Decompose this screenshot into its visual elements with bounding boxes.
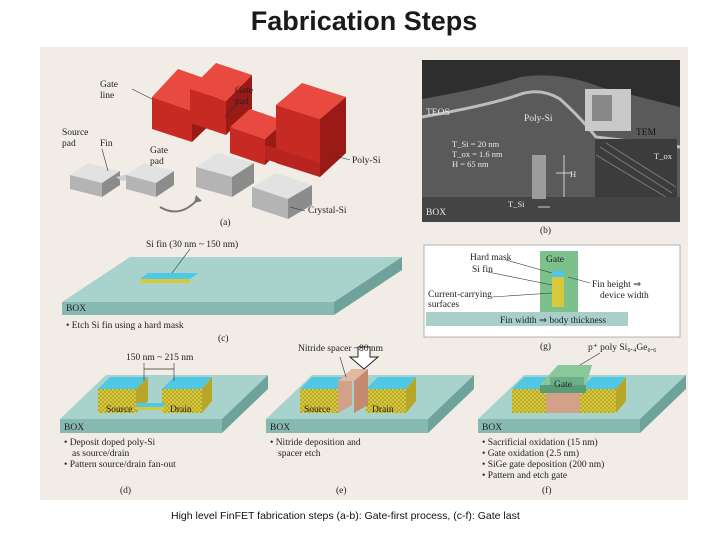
label-box-e: BOX xyxy=(270,423,290,433)
label-gate-pad-4: pad xyxy=(150,157,164,167)
crystal-si-right xyxy=(196,153,312,219)
label-fin: Fin xyxy=(100,139,113,149)
bullet-c: • Etch Si fin using a hard mask xyxy=(66,320,184,331)
panel-f: p⁺ poly Si₀.₄Ge₀.₆ Gate BOX • Sacrificia… xyxy=(478,343,686,496)
fin-g xyxy=(552,277,564,307)
param-tox: T_ox = 1.6 nm xyxy=(452,149,503,159)
fin-cross-section xyxy=(532,155,546,199)
panel-d-letter: (d) xyxy=(120,485,131,496)
label-hard-mask: Hard mask xyxy=(470,253,512,263)
label-source-d: Source xyxy=(106,405,132,415)
label-gate-pad-1: Gate xyxy=(235,86,253,96)
label-source-pad-2: pad xyxy=(62,139,76,149)
label-dim-d: 150 nm ~ 215 nm xyxy=(126,353,194,363)
si-fin-c xyxy=(140,273,198,279)
label-si-fin-g: Si fin xyxy=(472,264,493,275)
label-tem: TEM xyxy=(636,128,657,138)
gate-block-1 xyxy=(152,63,252,142)
label-gate-line-2: line xyxy=(100,91,114,101)
figure-caption: High level FinFET fabrication steps (a-b… xyxy=(171,510,520,522)
process-arrow xyxy=(159,198,199,213)
bullet-d-2: as source/drain xyxy=(72,449,129,459)
bullet-d-3: • Pattern source/drain fan-out xyxy=(64,459,176,470)
bullet-f-1: • Sacrificial oxidation (15 nm) xyxy=(482,437,598,448)
label-teos: TEOS xyxy=(426,108,450,118)
label-fin-height-1: Fin height ⇒ xyxy=(592,280,641,290)
label-fin-height-2: device width xyxy=(600,291,649,301)
label-gate-pad-2: pad xyxy=(235,97,249,107)
label-crystal-si: Crystal-Si xyxy=(308,206,347,216)
bullet-d-1: • Deposit doped poly-Si xyxy=(64,438,156,448)
panel-c: Si fin (30 nm ~ 150 nm) BOX • Etch Si fi… xyxy=(62,239,402,344)
label-tox: T_ox xyxy=(654,151,673,161)
slide-title: Fabrication Steps xyxy=(250,6,478,36)
label-box-d: BOX xyxy=(64,423,84,433)
label-h: H xyxy=(570,169,576,179)
gate-block-2 xyxy=(230,83,346,177)
label-drain-e: Drain xyxy=(372,405,394,415)
label-tem-polysi: Poly-Si xyxy=(524,114,553,124)
label-gate-f: Gate xyxy=(554,380,572,390)
label-source-pad-1: Source xyxy=(62,128,88,138)
panel-g-letter: (g) xyxy=(540,341,551,352)
bullet-f-4: • Pattern and etch gate xyxy=(482,471,567,481)
label-gate-line-1: Gate xyxy=(100,80,118,90)
box-top-c xyxy=(62,257,402,302)
panel-d: 150 nm ~ 215 nm Source Drain BOX • Depos… xyxy=(60,353,268,496)
bullet-f-2: • Gate oxidation (2.5 nm) xyxy=(482,448,579,459)
panel-b: TEOS Poly-Si TEM BOX T_Si = 20 nm T_ox =… xyxy=(421,60,681,236)
label-si-fin: Si fin (30 nm ~ 150 nm) xyxy=(146,239,238,250)
label-source-e: Source xyxy=(304,405,330,415)
label-poly-si: Poly-Si xyxy=(352,156,381,166)
fabrication-figure: Gate line Gate pad Source pad Fin Gate p… xyxy=(40,47,688,500)
param-h: H = 65 nm xyxy=(452,159,489,169)
bullet-e-2: spacer etch xyxy=(278,449,321,459)
bullet-e-1: • Nitride deposition and xyxy=(270,438,361,448)
label-spacer: Nitride spacer ~80 nm xyxy=(298,344,384,354)
label-gate-pad-3: Gate xyxy=(150,146,168,156)
figure-svg: Gate line Gate pad Source pad Fin Gate p… xyxy=(60,60,686,496)
label-box-c: BOX xyxy=(66,304,86,314)
label-gate-g: Gate xyxy=(546,255,564,265)
panel-a: Gate line Gate pad Source pad Fin Gate p… xyxy=(62,63,381,228)
label-tem-box: BOX xyxy=(426,208,446,218)
panel-e-letter: (e) xyxy=(336,485,347,496)
label-carrying-2: surfaces xyxy=(428,299,459,310)
panel-c-letter: (c) xyxy=(218,333,229,344)
label-drain-d: Drain xyxy=(170,405,192,415)
panel-a-letter: (a) xyxy=(220,217,231,228)
label-gate-material: p⁺ poly Si₀.₄Ge₀.₆ xyxy=(588,343,656,353)
label-fin-width: Fin width ⇒ body thickness xyxy=(500,316,606,326)
crystal-si-left xyxy=(70,163,174,197)
param-tsi: T_Si = 20 nm xyxy=(452,139,499,149)
panel-b-letter: (b) xyxy=(540,225,551,236)
label-box-f: BOX xyxy=(482,423,502,433)
panel-f-letter: (f) xyxy=(542,485,552,496)
label-tsi: T_Si xyxy=(508,199,525,209)
panel-g: Hard mask Si fin Gate Current-carrying s… xyxy=(423,244,681,352)
panel-e: Nitride spacer ~80 nm Source Drain BOX •… xyxy=(266,344,474,496)
bullet-f-3: • SiGe gate deposition (200 nm) xyxy=(482,459,604,470)
label-carrying-1: Current-carrying xyxy=(428,290,492,300)
